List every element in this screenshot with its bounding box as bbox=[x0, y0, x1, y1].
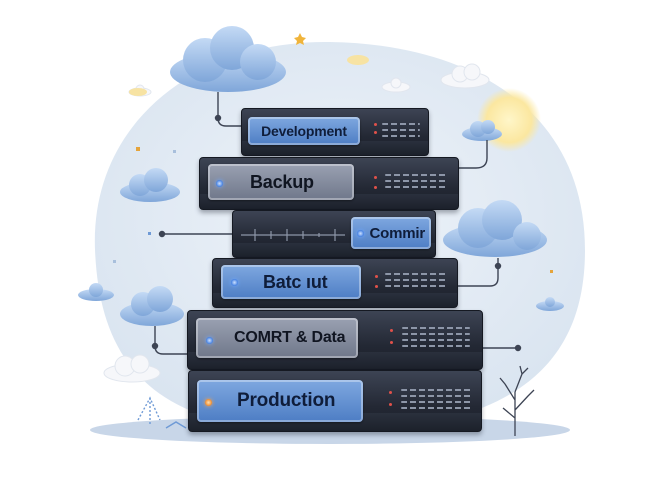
cloud-icon bbox=[78, 283, 114, 301]
cloud-icon bbox=[170, 26, 286, 92]
cloud-icon bbox=[440, 63, 490, 89]
server-unit-production: Production bbox=[188, 370, 482, 432]
cloud-icon bbox=[462, 120, 502, 141]
server-label-production: Production bbox=[197, 380, 363, 422]
server-unit-backup: Backup bbox=[199, 157, 459, 210]
server-label-commir: Commir bbox=[351, 217, 431, 249]
cloud-icon bbox=[443, 200, 547, 257]
cloud-icon bbox=[103, 354, 161, 383]
cloud-icon bbox=[381, 77, 411, 93]
server-unit-commir: Commir bbox=[232, 210, 436, 258]
cloud-icon bbox=[120, 286, 184, 326]
server-label-batc-iut: Batc ıut bbox=[221, 265, 361, 299]
cloud-icon bbox=[120, 168, 180, 202]
server-unit-batc-iut: Batc ıut bbox=[212, 258, 458, 308]
server-label-development: Development bbox=[248, 117, 360, 145]
server-unit-comrt-data: COMRT & Data bbox=[187, 310, 483, 370]
circuit-trace bbox=[241, 229, 345, 241]
server-label-backup: Backup bbox=[208, 164, 354, 200]
server-label-comrt-data: COMRT & Data bbox=[196, 318, 358, 358]
star-icon bbox=[294, 33, 306, 45]
cloud-icon bbox=[536, 297, 564, 311]
server-unit-development: Development bbox=[241, 108, 429, 156]
